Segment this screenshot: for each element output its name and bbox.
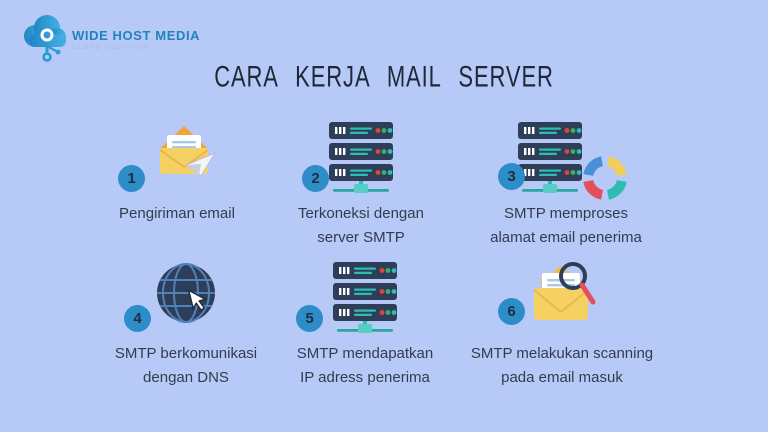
step-1-pengiriman-email: 1 Pengiriman email — [96, 122, 258, 226]
step-6-icon-area: 6 — [460, 262, 664, 338]
page-title: CARA KERJA MAIL SERVER — [214, 60, 554, 94]
step-4-smtp-dns: 4 SMTP berkomunikasi dengan DNS — [102, 262, 270, 390]
step-number-badge: 1 — [118, 165, 145, 192]
email-scan-icon — [533, 262, 596, 320]
step-2-icon-area: 2 — [280, 122, 442, 198]
brand-name: WIDE HOST MEDIA — [72, 28, 201, 43]
server-icon — [329, 122, 393, 193]
step-caption: SMTP melakukan scanning pada email masuk — [460, 342, 664, 390]
cycle-chart-icon — [583, 156, 627, 200]
caption-line: SMTP berkomunikasi — [114, 345, 258, 362]
step-caption: Pengiriman email — [96, 202, 258, 226]
caption-line: Pengiriman email — [119, 205, 235, 222]
step-number-badge: 4 — [124, 305, 151, 332]
step-3-smtp-memproses: 3 — [468, 122, 664, 250]
step-1-icon-area: 1 — [96, 122, 258, 198]
caption-line: alamat email penerima — [490, 229, 642, 246]
step-caption: SMTP memproses alamat email penerima — [468, 202, 664, 250]
caption-line: server SMTP — [317, 229, 405, 246]
step-2-server-smtp: 2 Terkone — [280, 122, 442, 250]
step-3-icon-area: 3 — [468, 122, 664, 200]
server-icon — [518, 122, 582, 193]
step-number-badge: 6 — [498, 298, 525, 325]
caption-line: IP adress penerima — [300, 369, 430, 386]
brand-tagline: CLOUD SOLUTION — [72, 44, 150, 51]
step-caption: SMTP berkomunikasi dengan DNS — [102, 342, 270, 390]
logo: WIDE HOST MEDIA CLOUD SOLUTION — [22, 10, 200, 62]
cloud-logo-icon — [24, 15, 66, 62]
step-6-smtp-scanning: 6 SMTP melakukan scanning pada email mas… — [460, 262, 664, 390]
step-4-icon-area: 4 — [102, 262, 270, 338]
step-number-badge: 5 — [296, 305, 323, 332]
step-5-smtp-ip: 5 SMTP me — [274, 262, 456, 390]
email-send-icon — [159, 126, 217, 177]
globe-cursor-icon — [155, 262, 217, 326]
cursor-icon — [187, 288, 208, 312]
caption-line: SMTP melakukan scanning — [470, 345, 654, 362]
step-caption: Terkoneksi dengan server SMTP — [280, 202, 442, 250]
caption-line: SMTP mendapatkan — [296, 345, 434, 362]
step-number-badge: 3 — [498, 163, 525, 190]
caption-line: dengan DNS — [143, 369, 229, 386]
caption-line: Terkoneksi dengan — [298, 205, 424, 222]
step-number-badge: 2 — [302, 165, 329, 192]
server-icon — [333, 262, 397, 333]
step-5-icon-area: 5 — [274, 262, 456, 338]
caption-line: SMTP memproses — [504, 205, 628, 222]
caption-line: pada email masuk — [501, 369, 623, 386]
step-caption: SMTP mendapatkan IP adress penerima — [274, 342, 456, 390]
